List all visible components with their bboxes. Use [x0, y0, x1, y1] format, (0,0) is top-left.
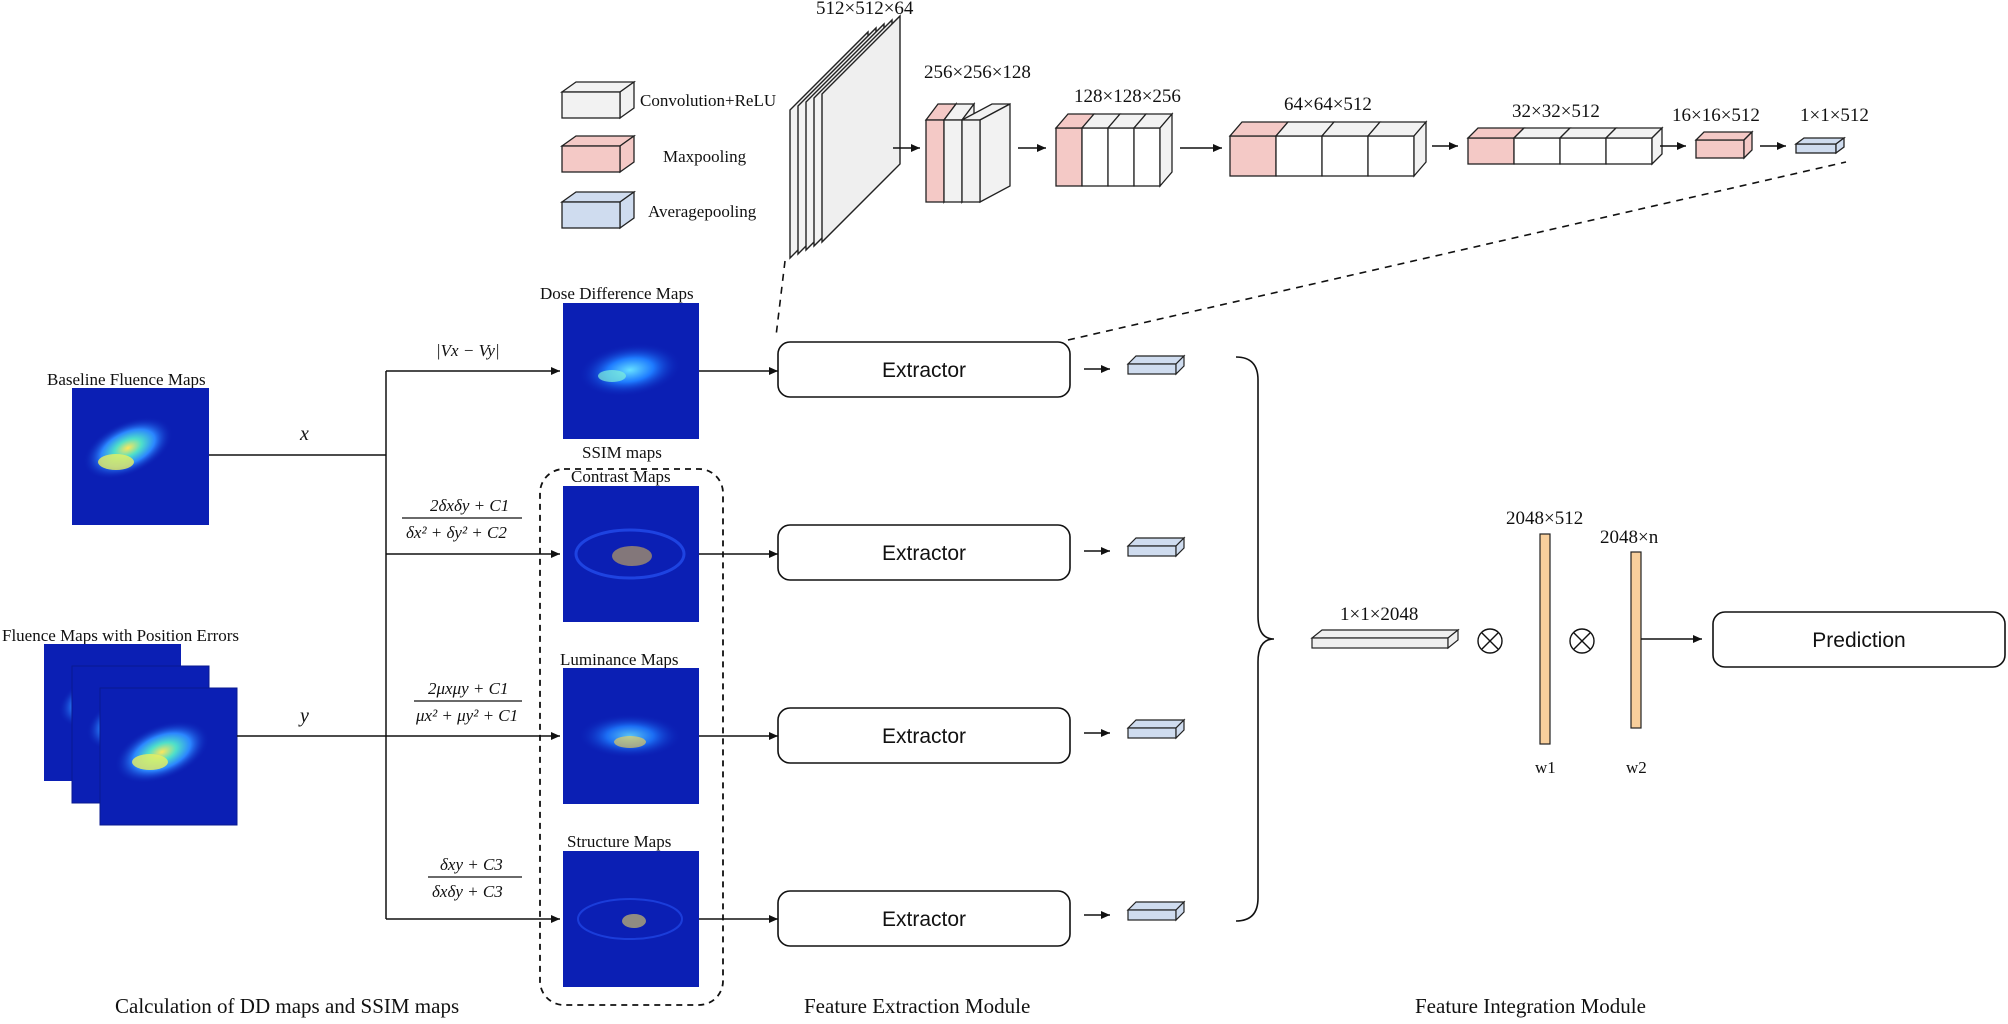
extractor-4: Extractor: [777, 890, 1071, 947]
structure-map: [563, 851, 699, 987]
extractor-3: Extractor: [777, 707, 1071, 764]
cnn-stage2-label: 256×256×128: [924, 62, 1031, 83]
legend: Convolution+ReLU Maxpooling Averagepooli…: [559, 80, 776, 230]
extractor-2-label: Extractor: [882, 542, 966, 565]
dose-difference-map: [563, 303, 699, 439]
extractor-4-label: Extractor: [882, 908, 966, 931]
feature-vector-2: [1126, 536, 1186, 558]
y-variable: y: [298, 705, 309, 727]
multiply-icon-2: [1569, 628, 1595, 654]
feature-vectors: [1084, 354, 1186, 922]
cnn-stage5-block: [1466, 126, 1664, 166]
legend-conv-label: Convolution+ReLU: [640, 91, 776, 110]
ssim-group: [539, 468, 724, 1006]
legend-conv-swatch: [559, 80, 637, 120]
concat-dim-label: 1×1×2048: [1340, 604, 1418, 625]
multiply-icon-1: [1477, 628, 1503, 654]
feature-vector-1: [1126, 354, 1186, 376]
cnn-stage1-label: 512×512×64: [816, 0, 914, 19]
feature-vector-3: [1126, 718, 1186, 740]
concat-brace: [1235, 356, 1275, 922]
formula-luminance-numerator: 2μxμy + C1: [428, 679, 508, 698]
legend-avgpool-label: Averagepooling: [648, 202, 757, 221]
w2-dim-label: 2048×n: [1600, 527, 1659, 548]
formula-luminance: 2μxμy + C1 μx² + μy² + C1: [414, 679, 522, 725]
structure-label: Structure Maps: [567, 832, 671, 851]
extractor-1: Extractor: [777, 341, 1071, 398]
module-caption-extraction: Feature Extraction Module: [804, 994, 1030, 1018]
contrast-label: Contrast Maps: [571, 467, 671, 486]
position-error-fluence-maps: [44, 644, 238, 826]
callout-dash-left: [775, 260, 786, 337]
legend-avgpool-swatch: [559, 190, 637, 230]
formula-dose-difference: |Vx − Vy|: [436, 341, 500, 360]
x-variable: x: [299, 423, 309, 445]
feature-vector-4: [1126, 900, 1186, 922]
cnn-stage1-block: [789, 14, 901, 260]
module-caption-integration: Feature Integration Module: [1415, 994, 1646, 1018]
formula-contrast: 2δxδy + C1 δx² + δy² + C2: [402, 496, 522, 542]
cnn-stage3-block: [1054, 112, 1174, 188]
formula-contrast-denominator: δx² + δy² + C2: [406, 523, 507, 542]
cnn-stage6-block: [1694, 130, 1754, 160]
cnn-stage4-block: [1228, 120, 1428, 178]
w2-label: w2: [1626, 758, 1647, 777]
extractor-3-label: Extractor: [882, 725, 966, 748]
prediction-label: Prediction: [1812, 629, 1905, 652]
baseline-label: Baseline Fluence Maps: [47, 370, 206, 389]
extractor-2: Extractor: [777, 524, 1071, 581]
luminance-map: [563, 668, 699, 804]
legend-maxpool-swatch: [559, 134, 637, 174]
cnn-stage7-block: [1794, 136, 1846, 155]
formula-structure-numerator: δxy + C3: [440, 855, 503, 874]
cnn-backbone: 512×512×64 256×256×128 1: [789, 0, 1869, 260]
cnn-stage6-label: 16×16×512: [1672, 105, 1760, 126]
baseline-fluence-map: [72, 388, 209, 525]
module-caption-calculation: Calculation of DD maps and SSIM maps: [115, 994, 459, 1018]
formula-contrast-numerator: 2δxδy + C1: [430, 496, 509, 515]
cnn-stage3-label: 128×128×256: [1074, 86, 1181, 107]
callout-dash-right: [1067, 161, 1847, 341]
legend-maxpool-label: Maxpooling: [663, 147, 747, 166]
cnn-stage4-label: 64×64×512: [1284, 94, 1372, 115]
formula-structure: δxy + C3 δxδy + C3: [428, 855, 522, 901]
cnn-stage2-block: [924, 102, 1011, 204]
luminance-label: Luminance Maps: [560, 650, 679, 669]
cnn-stage7-label: 1×1×512: [1800, 105, 1869, 126]
concat-vector: [1310, 628, 1460, 650]
weight-matrix-w1: [1539, 533, 1551, 745]
formula-structure-denominator: δxδy + C3: [432, 882, 503, 901]
weight-matrix-w2: [1630, 551, 1642, 729]
cnn-stage5-label: 32×32×512: [1512, 101, 1600, 122]
contrast-map: [563, 486, 699, 622]
w1-dim-label: 2048×512: [1506, 508, 1583, 529]
prediction-box: Prediction: [1712, 611, 2006, 668]
ssim-label: SSIM maps: [582, 443, 662, 462]
w1-label: w1: [1535, 758, 1556, 777]
formula-luminance-denominator: μx² + μy² + C1: [415, 706, 518, 725]
extractor-1-label: Extractor: [882, 359, 966, 382]
position-errors-label: Fluence Maps with Position Errors: [2, 626, 239, 645]
dose-difference-label: Dose Difference Maps: [540, 284, 694, 303]
